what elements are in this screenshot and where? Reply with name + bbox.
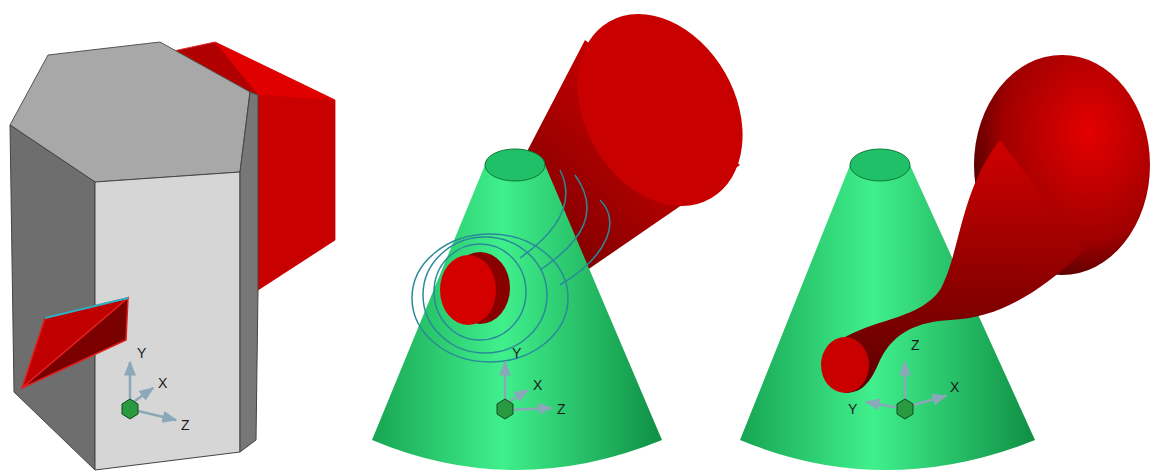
axis-label: Z (557, 402, 566, 416)
axis-label: Y (137, 346, 146, 360)
blend-panel (740, 55, 1150, 470)
axis-label: Y (848, 402, 857, 416)
axis-label: X (158, 376, 167, 390)
axis-triad (122, 362, 176, 420)
axis-triad (866, 362, 946, 419)
pyramid-edge (45, 298, 128, 318)
hex-prism-panel (10, 42, 335, 470)
axis-label: X (533, 378, 542, 392)
red-tube (845, 140, 1085, 393)
cone-panel (372, 0, 776, 470)
green-cone (372, 165, 662, 470)
red-cylinder-end (440, 255, 496, 325)
red-cylinder-end (821, 337, 869, 393)
pyramid-side (22, 298, 128, 388)
axis-triad (497, 362, 552, 419)
axis-label: Z (181, 418, 190, 432)
prism-left-face (10, 125, 95, 470)
cone-top (850, 149, 910, 181)
prism-right-face (240, 92, 258, 452)
axis-label: X (950, 380, 959, 394)
axis-label: Z (911, 338, 920, 352)
axis-label: Y (512, 346, 521, 360)
intersection-curves (412, 170, 610, 362)
square-tube-face (258, 95, 335, 290)
red-cone-end (544, 0, 776, 236)
cone-top (485, 149, 545, 181)
pyramid-side (22, 298, 128, 388)
